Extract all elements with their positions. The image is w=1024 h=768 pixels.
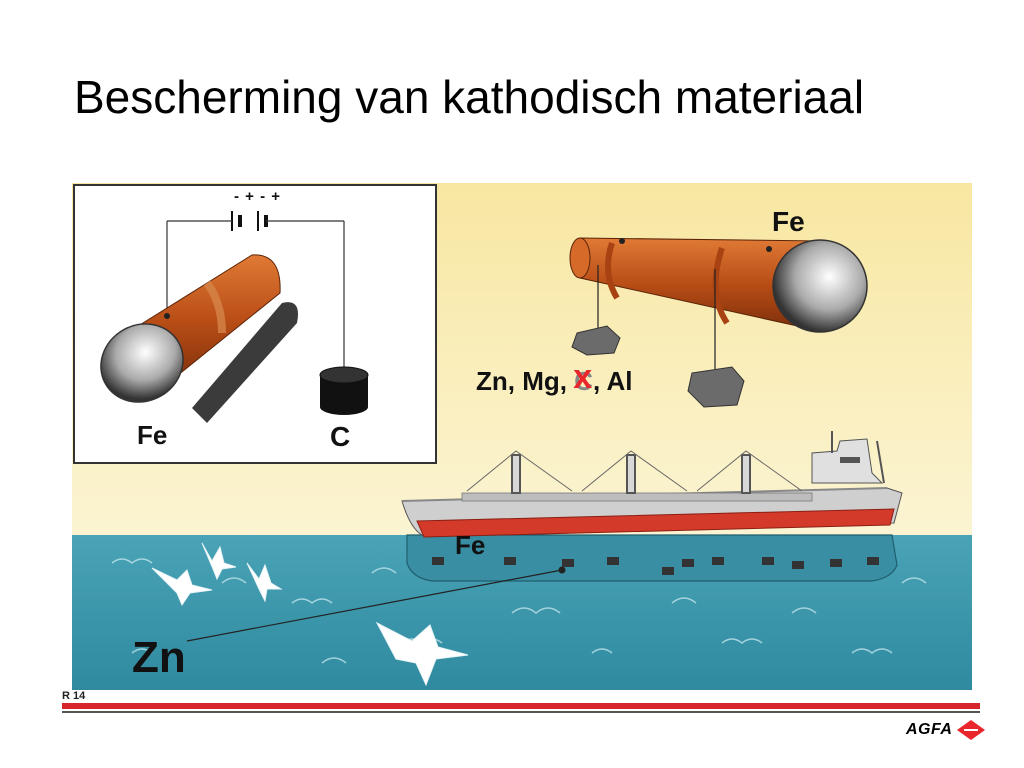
battery-icon — [166, 211, 345, 373]
hull-label: Fe — [455, 530, 486, 560]
seagulls — [151, 542, 469, 687]
inset-pipe-label: Fe — [137, 420, 168, 450]
logo-text: AGFA — [906, 721, 953, 738]
strike-mark: x — [573, 358, 593, 396]
battery-signs: - + - + — [234, 188, 282, 205]
zinc-label: Zn — [132, 633, 186, 682]
agfa-logo: AGFA — [906, 718, 986, 742]
footer-red-rule — [62, 703, 980, 709]
inset-anode-label: C — [330, 421, 351, 452]
inset-diagram — [73, 184, 437, 464]
slide-code: R 14 — [62, 690, 86, 702]
metals-prefix: Zn, Mg, — [476, 366, 575, 396]
suspended-pipe — [569, 237, 868, 333]
zinc-leader-line — [186, 569, 563, 642]
struck-metal-letter: C — [574, 366, 593, 396]
suspended-pipe-label: Fe — [772, 206, 805, 237]
ship-underwater-hull — [406, 534, 898, 582]
sacrificial-anode — [687, 366, 745, 408]
zinc-anodes — [432, 557, 879, 575]
metals-suffix: , Al — [592, 366, 633, 396]
carbon-anode — [319, 366, 369, 415]
sacrificial-anode — [571, 325, 621, 356]
ship — [401, 431, 903, 538]
pipe-opening — [772, 239, 868, 333]
inset-pipe-opening — [100, 323, 184, 403]
illustration — [72, 183, 972, 690]
footer-gray-rule — [62, 711, 980, 713]
slide-title: Bescherming van kathodisch materiaal — [74, 71, 865, 123]
rhombus-icon — [957, 720, 986, 740]
